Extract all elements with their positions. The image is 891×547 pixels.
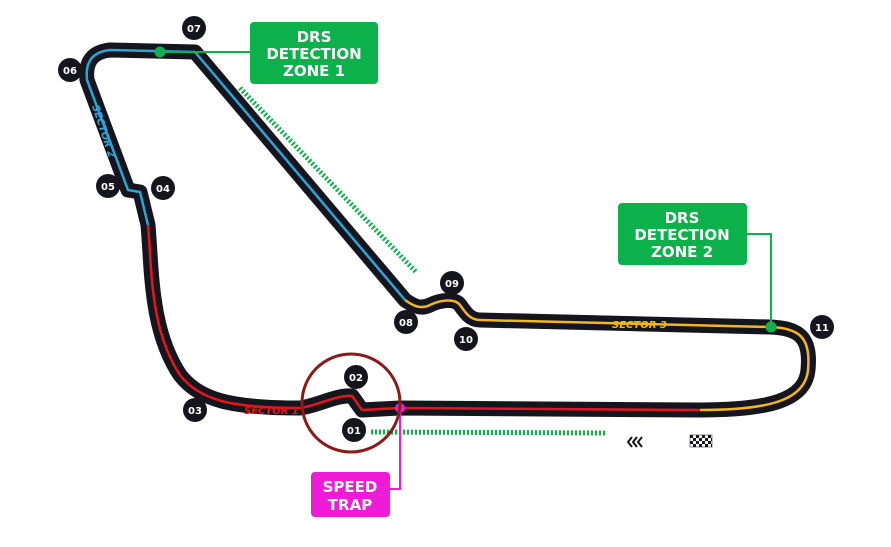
svg-text:04: 04	[156, 184, 170, 195]
svg-text:DETECTION: DETECTION	[634, 226, 729, 244]
drs-2-connector	[747, 233, 772, 327]
turn-markers: 01 02 03 04 05 06 07 08 09 10 11	[58, 16, 834, 442]
svg-text:11: 11	[815, 323, 829, 334]
svg-text:01: 01	[347, 426, 361, 437]
svg-text:02: 02	[349, 373, 363, 384]
turn-02: 02	[344, 365, 368, 389]
sector-1-line	[146, 224, 701, 412]
drs-1-marker	[154, 46, 166, 58]
svg-text:DRS: DRS	[665, 209, 700, 227]
sector-3-line	[404, 298, 810, 412]
sector-3-label: SECTOR 3	[612, 320, 667, 331]
turn-08: 08	[394, 310, 418, 334]
speed-trap-box: SPEED TRAP	[311, 472, 390, 517]
svg-text:ZONE 1: ZONE 1	[283, 62, 345, 80]
sector-1-label: SECTOR 1	[244, 406, 299, 417]
turn-11: 11	[810, 315, 834, 339]
svg-text:TRAP: TRAP	[328, 496, 372, 514]
turn-03: 03	[183, 398, 207, 422]
svg-text:DETECTION: DETECTION	[266, 45, 361, 63]
turn-07: 07	[182, 16, 206, 40]
svg-text:03: 03	[188, 406, 202, 417]
turn-05: 05	[96, 174, 120, 198]
svg-text:10: 10	[459, 335, 473, 346]
svg-text:07: 07	[187, 24, 201, 35]
turn-09: 09	[440, 271, 464, 295]
drs-zone-1-dotted	[238, 86, 418, 274]
turn-01: 01	[342, 418, 366, 442]
chicane-highlight-circle	[300, 352, 402, 454]
finish-flag-icon	[689, 434, 713, 448]
speed-trap-connector	[390, 408, 401, 490]
turn-04: 04	[151, 176, 175, 200]
svg-text:SPEED: SPEED	[323, 478, 378, 496]
sector-2-line	[85, 48, 406, 301]
turn-06: 06	[58, 58, 82, 82]
svg-text:ZONE 2: ZONE 2	[651, 243, 713, 261]
drs-zone-2-dotted	[370, 429, 607, 436]
turn-10: 10	[454, 327, 478, 351]
drs-2-marker	[765, 321, 777, 333]
svg-text:08: 08	[399, 318, 413, 329]
direction-chevrons-icon	[626, 436, 643, 448]
svg-text:05: 05	[101, 182, 115, 193]
svg-text:DRS: DRS	[297, 28, 332, 46]
drs-zone-2-box: DRS DETECTION ZONE 2	[618, 203, 747, 265]
svg-text:09: 09	[445, 279, 459, 290]
svg-text:06: 06	[63, 66, 77, 77]
drs-zone-1-box: DRS DETECTION ZONE 1	[250, 22, 378, 84]
